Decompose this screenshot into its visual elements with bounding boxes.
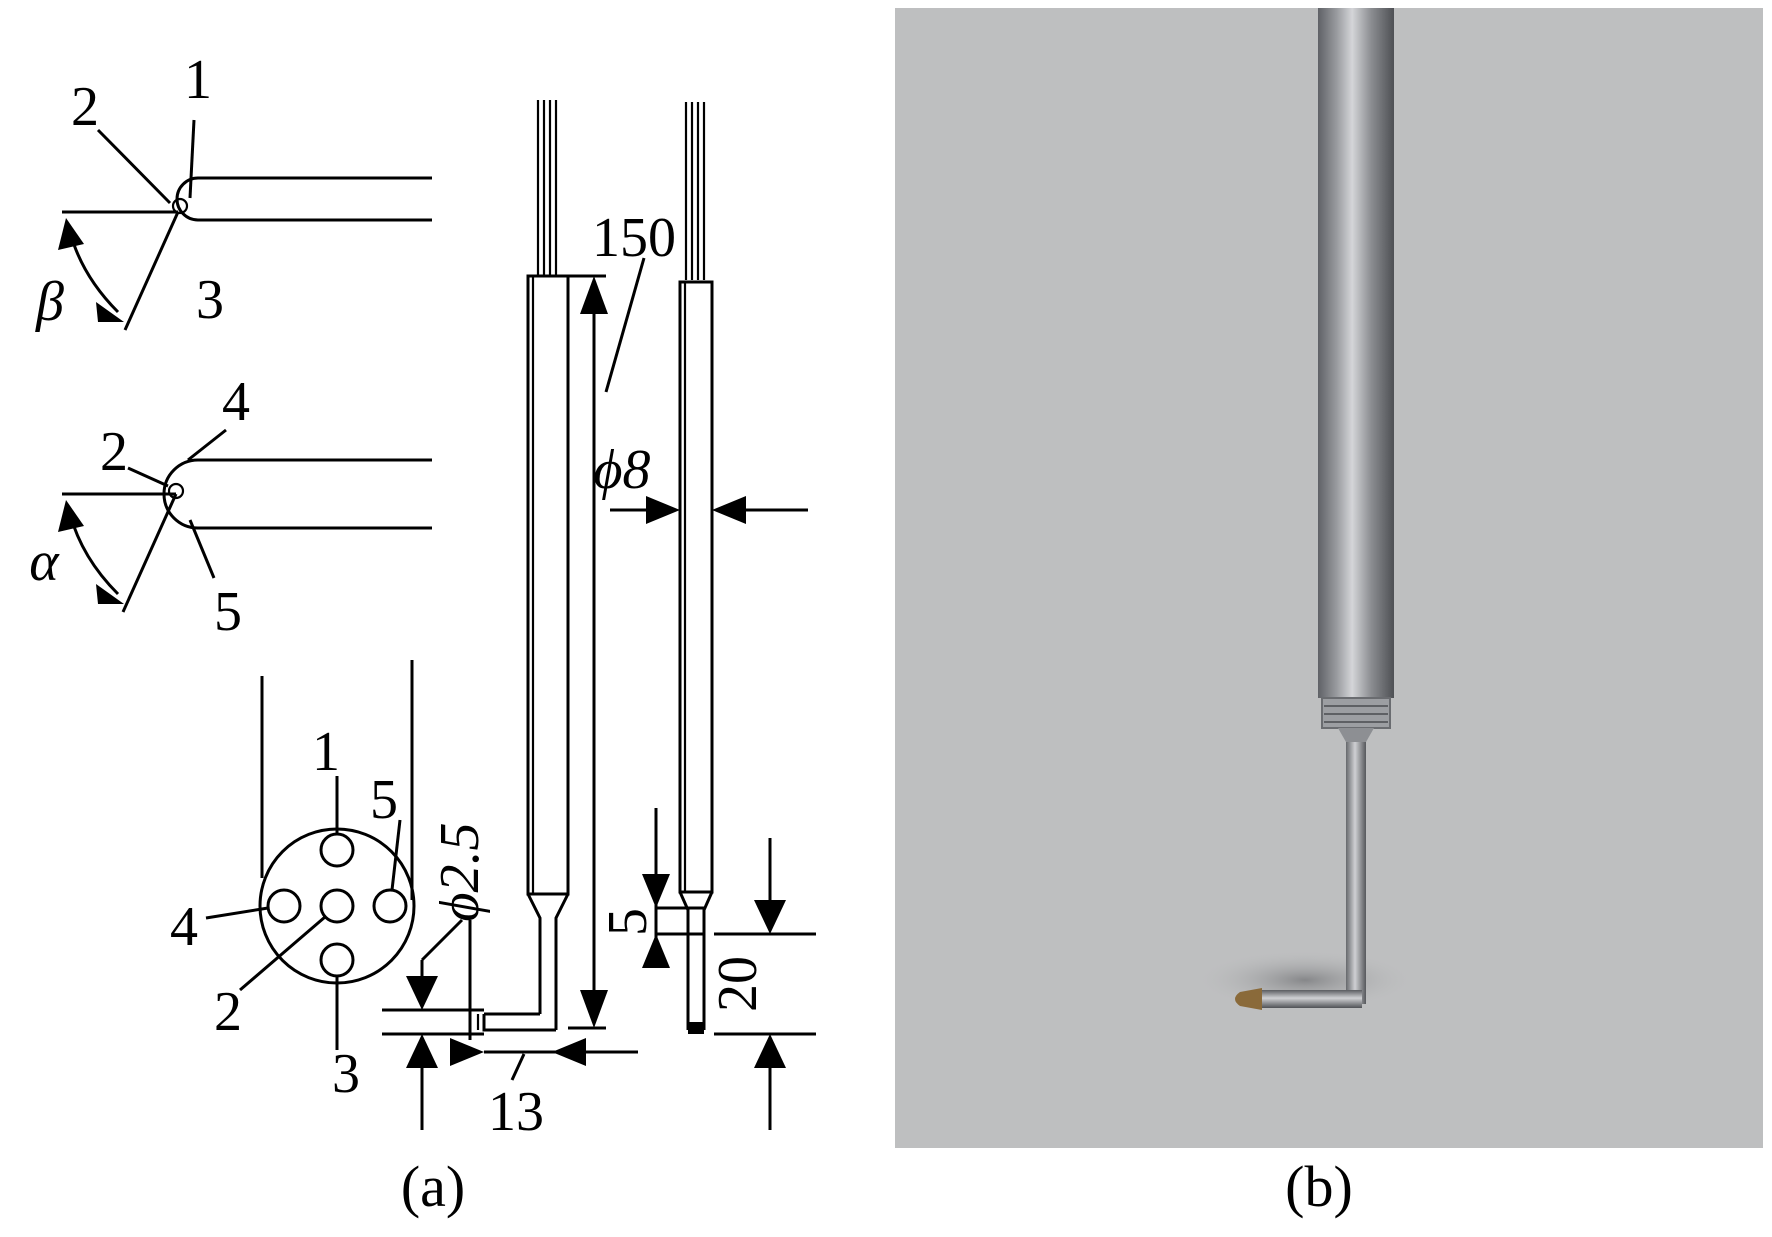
hole-5 xyxy=(372,888,408,924)
hole-2-top xyxy=(171,197,189,215)
label-1-top: 1 xyxy=(184,49,212,111)
caption-b: (b) xyxy=(1285,1154,1353,1219)
dimension-phi8: ϕ8 xyxy=(594,439,808,524)
caption-a: (a) xyxy=(401,1154,465,1219)
dim-20-arrow-bottom xyxy=(754,1034,786,1068)
label-5-middle: 5 xyxy=(214,581,242,643)
leader-2-middle xyxy=(127,466,169,488)
leader-hole-5 xyxy=(390,819,402,891)
dimension-20: 20 xyxy=(707,838,816,1130)
dim-20-label: 20 xyxy=(707,956,769,1012)
dim-20-arrow-top xyxy=(754,900,786,934)
probe-front-view xyxy=(678,102,714,1034)
side-view-middle: 2 4 5 α xyxy=(29,371,432,643)
dim-150-leader xyxy=(604,257,646,393)
beta-arrow-up xyxy=(58,218,84,250)
probe-tip-side xyxy=(482,1012,556,1032)
alpha-arrow-down xyxy=(96,584,124,604)
dim-5-label: 5 xyxy=(597,908,659,936)
label-3-top: 3 xyxy=(196,269,224,331)
dimension-5: 5 xyxy=(597,808,704,968)
hole-3 xyxy=(319,942,355,978)
dim-13-arrow-right xyxy=(552,1038,586,1066)
tip-face-circle xyxy=(258,827,416,985)
probe-head-middle-outline xyxy=(162,458,432,530)
probe-head-top-outline xyxy=(175,176,432,222)
leader-2-top xyxy=(96,128,172,205)
leader-hole-2 xyxy=(239,915,326,992)
dim-5-arrow-top xyxy=(642,874,670,908)
leader-1-top xyxy=(188,119,196,199)
label-hole-5: 5 xyxy=(370,769,398,831)
dim-150-label: 150 xyxy=(592,207,676,269)
dimension-150: 150 xyxy=(568,207,676,1030)
photo-probe-taper xyxy=(1338,728,1374,742)
dim-phi25-arrow-bottom xyxy=(406,1034,438,1068)
dim-13-label: 13 xyxy=(488,1081,544,1143)
photo-probe-tip-head xyxy=(1235,988,1262,1010)
probe-neck-side xyxy=(526,893,570,1030)
photo-probe-tube xyxy=(1318,8,1394,698)
dim-phi8-arrow-left xyxy=(646,496,680,524)
tip-front-view: 1 5 4 2 3 xyxy=(170,660,416,1105)
leader-4-middle xyxy=(187,428,227,462)
dim-5-arrow-bottom xyxy=(642,934,670,968)
label-hole-3: 3 xyxy=(332,1043,360,1105)
side-view-top: 2 1 3 β xyxy=(35,49,432,333)
probe-tube-side xyxy=(526,274,570,896)
label-beta: β xyxy=(35,271,64,333)
hole-4 xyxy=(266,888,302,924)
label-hole-1: 1 xyxy=(312,721,340,783)
dimension-phi2-5: ϕ2.5 xyxy=(382,823,491,1130)
angle-line-alpha xyxy=(121,493,178,613)
dim-150-arrow-top xyxy=(580,276,608,314)
probe-tube-front xyxy=(678,280,714,894)
leader-5-middle xyxy=(188,519,216,579)
dimension-13: 13 xyxy=(450,1038,638,1143)
label-alpha: α xyxy=(29,531,60,593)
probe-tip-front xyxy=(688,1022,704,1034)
probe-neck-front xyxy=(678,891,714,1030)
label-2-top: 2 xyxy=(71,76,99,138)
label-hole-2: 2 xyxy=(214,981,242,1043)
label-2-middle: 2 xyxy=(100,421,128,483)
label-hole-4: 4 xyxy=(170,896,198,958)
hole-2 xyxy=(319,888,355,924)
probe-side-view xyxy=(476,100,570,1032)
hole-2-middle xyxy=(167,482,185,500)
label-4-middle: 4 xyxy=(222,371,250,433)
dim-13-leader xyxy=(510,1053,526,1081)
photo-thread-lines xyxy=(1324,705,1388,723)
dim-13-arrow-left xyxy=(450,1038,484,1066)
dim-150-arrow-bottom xyxy=(580,990,608,1028)
beta-arrow-down xyxy=(96,302,124,322)
hole-1 xyxy=(319,832,355,868)
panel-b-photo: (b) xyxy=(895,8,1763,1219)
dim-phi25-leader xyxy=(420,918,464,962)
leader-hole-4 xyxy=(205,906,269,920)
dim-phi8-label: ϕ8 xyxy=(594,439,651,501)
dim-phi25-label: ϕ2.5 xyxy=(429,823,491,922)
angle-line-beta xyxy=(123,211,180,331)
photo-probe-tip-arm xyxy=(1262,990,1362,1008)
dim-phi8-arrow-right xyxy=(712,496,746,524)
panel-a-drawing: 2 1 3 β 2 4 5 α xyxy=(29,49,816,1219)
dim-phi25-arrow-top xyxy=(406,976,438,1010)
photo-probe-stem xyxy=(1346,742,1366,1004)
alpha-arrow-up xyxy=(58,500,84,532)
